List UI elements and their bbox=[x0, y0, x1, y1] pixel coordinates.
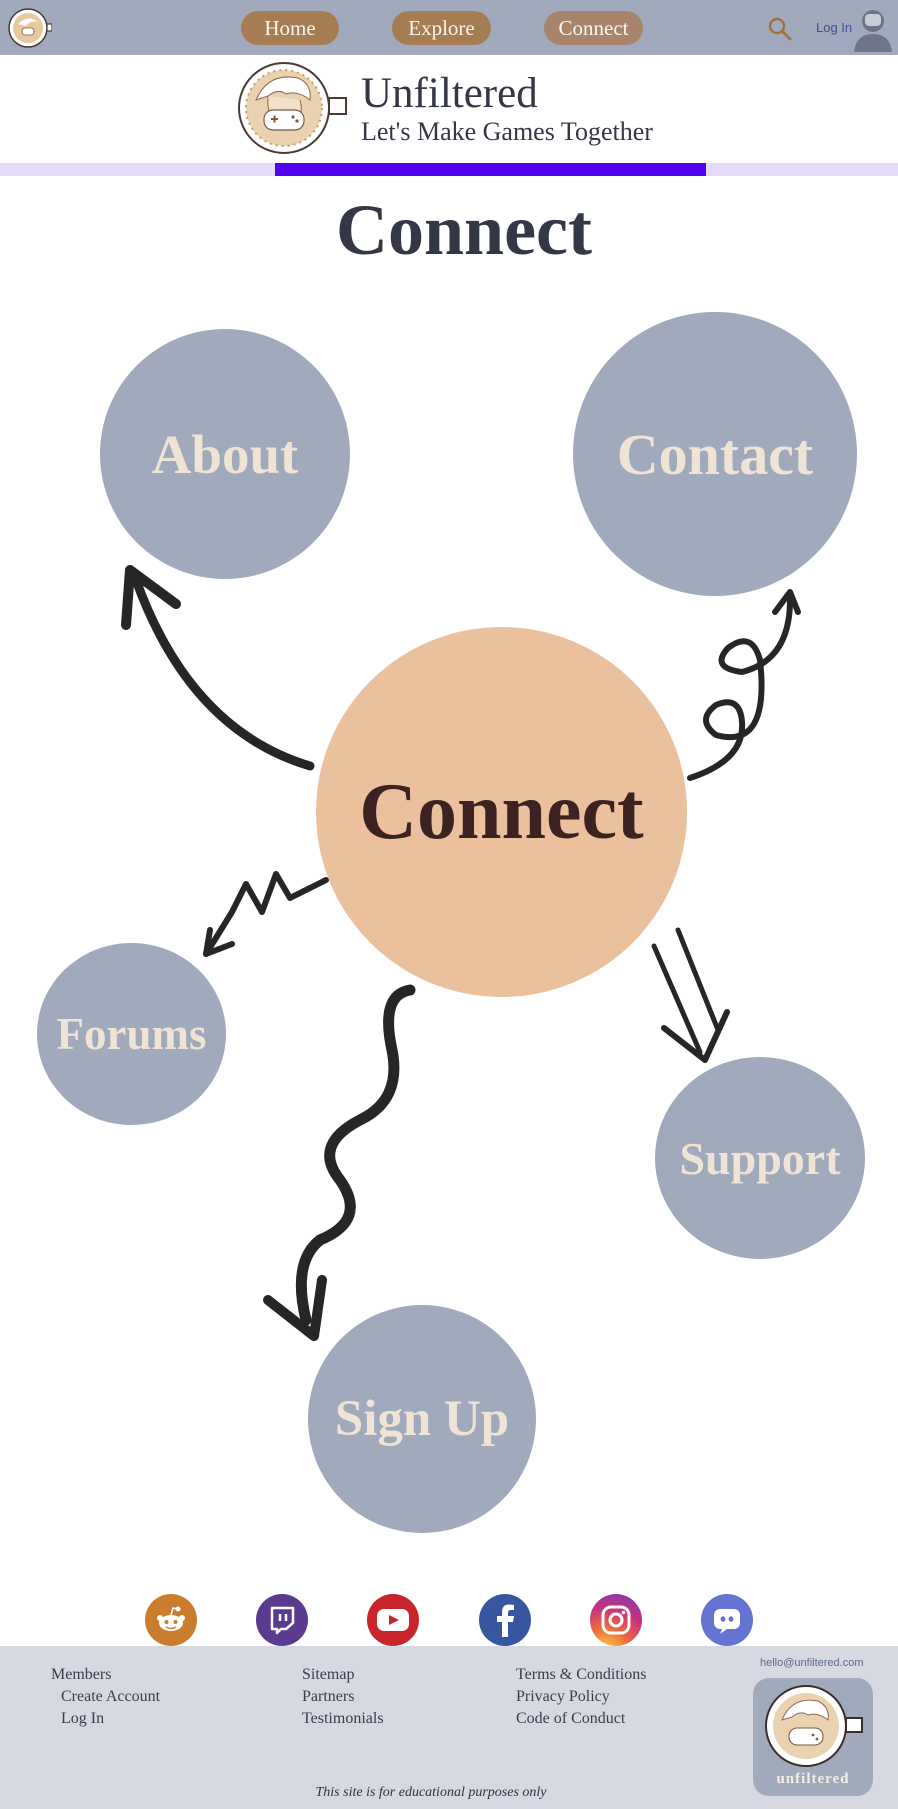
contact-bubble-label: Contact bbox=[616, 421, 814, 487]
youtube-link[interactable] bbox=[367, 1594, 419, 1646]
footer-terms-link[interactable]: Terms & Conditions bbox=[516, 1666, 647, 1683]
arrow-to-forums-icon bbox=[203, 871, 329, 957]
discord-icon bbox=[714, 1609, 740, 1634]
arrow-to-signup-head-icon bbox=[263, 1275, 327, 1341]
arrow-to-about-head-icon bbox=[121, 565, 181, 630]
facebook-icon bbox=[497, 1604, 514, 1637]
nav-home-button[interactable]: Home bbox=[241, 11, 339, 45]
brand-logo-icon bbox=[238, 62, 347, 154]
footer-members-link[interactable]: Members bbox=[51, 1666, 112, 1683]
login-link[interactable]: Log In bbox=[816, 20, 853, 35]
arrow-to-contact-icon bbox=[687, 597, 793, 781]
youtube-icon bbox=[377, 1609, 409, 1631]
page-title: Connect bbox=[336, 190, 592, 270]
footer-privacy-link[interactable]: Privacy Policy bbox=[516, 1688, 610, 1705]
footer-code-of-conduct-link[interactable]: Code of Conduct bbox=[516, 1710, 626, 1727]
twitch-icon bbox=[270, 1606, 295, 1635]
twitch-link[interactable] bbox=[256, 1594, 308, 1646]
footer-disclaimer: This site is for educational purposes on… bbox=[315, 1785, 547, 1800]
nav-connect-button[interactable]: Connect bbox=[544, 11, 643, 45]
arrow-to-contact-head-icon bbox=[772, 589, 801, 615]
facebook-link[interactable] bbox=[479, 1594, 531, 1646]
instagram-icon bbox=[601, 1605, 631, 1635]
reddit-link[interactable] bbox=[145, 1594, 197, 1646]
arrow-to-signup-icon bbox=[295, 984, 416, 1326]
top-nav-bar: Home Explore Connect Log In bbox=[0, 0, 898, 55]
reddit-icon bbox=[157, 1606, 185, 1631]
connect-center-label: Connect bbox=[359, 767, 644, 856]
support-bubble-label: Support bbox=[679, 1132, 841, 1184]
search-icon[interactable] bbox=[767, 16, 793, 42]
instagram-link[interactable] bbox=[590, 1594, 642, 1646]
footer-login-link[interactable]: Log In bbox=[61, 1710, 105, 1727]
forums-bubble[interactable]: Forums bbox=[37, 943, 226, 1125]
arrow-to-support-icon bbox=[651, 927, 721, 1055]
discord-link[interactable] bbox=[701, 1594, 753, 1646]
about-bubble[interactable]: About bbox=[100, 329, 350, 579]
connect-center-bubble: Connect bbox=[316, 627, 687, 997]
arrow-to-forums-head-icon bbox=[203, 927, 235, 957]
arrow-to-about-icon bbox=[131, 575, 315, 771]
site-footer bbox=[0, 1646, 898, 1809]
about-bubble-label: About bbox=[151, 423, 299, 485]
footer-partners-link[interactable]: Partners bbox=[302, 1688, 355, 1705]
support-bubble[interactable]: Support bbox=[655, 1057, 865, 1259]
brand-name: Unfiltered bbox=[361, 70, 538, 117]
user-avatar-icon[interactable] bbox=[852, 4, 894, 52]
forums-bubble-label: Forums bbox=[56, 1009, 207, 1059]
coffee-cup-logo-icon[interactable] bbox=[8, 6, 52, 50]
signup-bubble-label: Sign Up bbox=[334, 1391, 510, 1447]
header-divider-accent bbox=[275, 163, 706, 176]
signup-bubble[interactable]: Sign Up bbox=[308, 1305, 536, 1533]
brand-tagline: Let's Make Games Together bbox=[361, 117, 653, 146]
arrow-to-support-head-icon bbox=[661, 1009, 730, 1063]
footer-logo-icon bbox=[765, 1685, 863, 1767]
footer-testimonials-link[interactable]: Testimonials bbox=[302, 1710, 384, 1727]
footer-create-account-link[interactable]: Create Account bbox=[61, 1688, 161, 1705]
footer-email-link[interactable]: hello@unfiltered.com bbox=[760, 1657, 864, 1669]
contact-bubble[interactable]: Contact bbox=[573, 312, 857, 596]
footer-badge-name: unfiltered bbox=[776, 1771, 850, 1787]
footer-sitemap-link[interactable]: Sitemap bbox=[302, 1666, 355, 1683]
nav-explore-button[interactable]: Explore bbox=[392, 11, 491, 45]
